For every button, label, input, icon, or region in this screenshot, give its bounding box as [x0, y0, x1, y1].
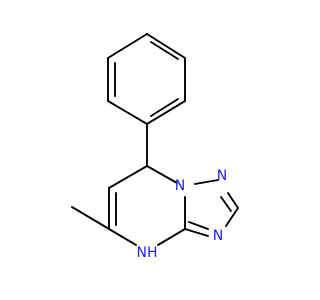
c5-n4-bond: [108, 228, 137, 246]
n-c3a-bond: [184, 228, 209, 237]
n8-c7-bond: [146, 165, 178, 184]
methyl-bond: [71, 206, 110, 230]
atom-n4h-label: NH: [137, 245, 158, 261]
molecule-canvas: N N N NH: [71, 33, 239, 261]
n1-n2-bond: [194, 179, 219, 185]
phenyl-ring: [107, 33, 186, 125]
atom-n3-label: N: [213, 228, 223, 244]
phenyl-bond: [107, 100, 148, 125]
n-c3a-double-bond: [188, 221, 209, 230]
n4-c3a-bond: [157, 228, 186, 246]
phenyl-bond: [146, 33, 186, 59]
phenyl-bond: [107, 33, 148, 59]
phenyl-double-bond: [150, 98, 179, 117]
c7-c6-bond: [108, 165, 148, 189]
molecule-structure: N N N NH: [71, 33, 239, 261]
atom-n8-label: N: [175, 178, 185, 194]
atom-n1-label: N: [217, 168, 227, 184]
n2-c3-double-bond: [220, 196, 232, 212]
phenyl-double-bond: [150, 41, 179, 60]
triazole-ring: [184, 179, 239, 237]
n2-c3-bond: [227, 192, 239, 209]
pyrimidine-ring: [108, 165, 186, 246]
phenyl-bond: [146, 100, 186, 125]
c3-n-bond: [225, 207, 239, 227]
